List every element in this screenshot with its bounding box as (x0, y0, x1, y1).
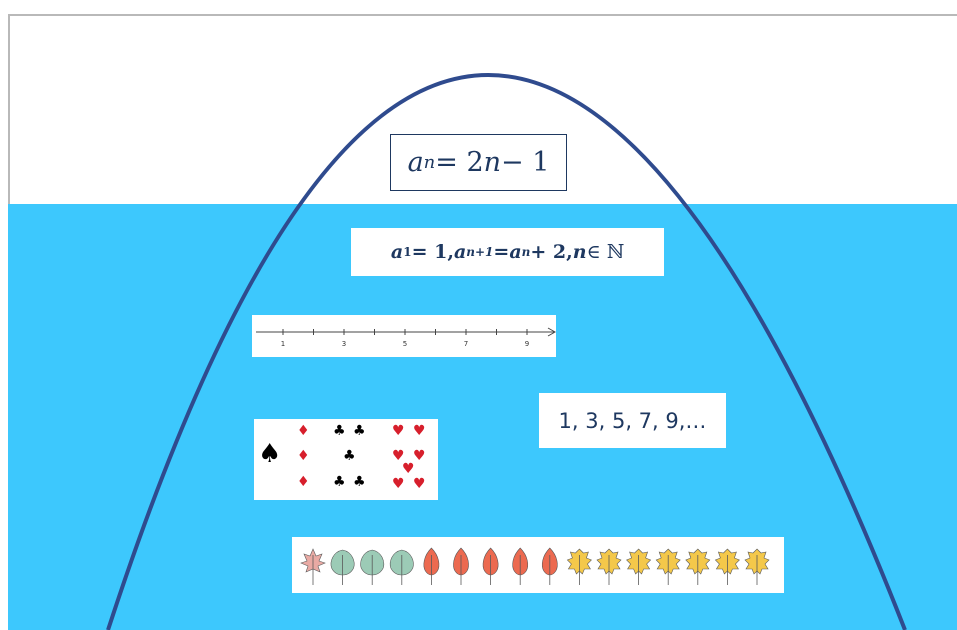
number-line-label: 3 (342, 340, 346, 348)
sequence-text: 1, 3, 5, 7, 9,… (558, 408, 707, 433)
round-leaf-icon (389, 549, 414, 585)
number-line: 1 3 5 7 9 (256, 327, 556, 348)
pointed-leaf-icon (541, 547, 558, 585)
number-line-label: 7 (464, 340, 468, 348)
club-icon: ♣ (353, 423, 366, 439)
leaves-box (292, 537, 784, 593)
club-icon: ♣ (333, 423, 346, 439)
maple-leaf-icon (300, 548, 326, 585)
round-leaf-icon (330, 549, 355, 585)
diamond-icon: ♦ (297, 423, 310, 439)
sequence-box: 1, 3, 5, 7, 9,… (539, 393, 726, 448)
rec-an1-sub: n+1 (466, 245, 494, 259)
oak-leaf-icon (626, 548, 652, 585)
heart-icon: ♥ (392, 423, 405, 439)
oak-leaf-icon (596, 548, 622, 585)
heart-icon: ♥ (413, 448, 426, 464)
formula-minus: − 1 (501, 147, 550, 178)
oak-leaf-icon (744, 548, 770, 585)
slide-border-left (8, 14, 10, 204)
formula-a: a (407, 147, 424, 178)
rec-a1-rest: = 1, (411, 241, 454, 263)
oak-leaf-icon (714, 548, 740, 585)
rec-eq: = (493, 241, 510, 263)
club-icon: ♣ (353, 474, 366, 490)
pointed-leaf-icon (512, 547, 529, 585)
spade-icon: ♠ (258, 439, 282, 469)
rec-a1-sub: 1 (403, 245, 412, 259)
formula-rhs-n: n (483, 147, 502, 178)
pointed-leaf-icon (423, 547, 440, 585)
heart-icon: ♥ (413, 476, 426, 492)
rec-plus: + 2, (530, 241, 573, 263)
number-line-label: 9 (525, 340, 529, 348)
heart-icon: ♥ (392, 476, 405, 492)
leaves-row (300, 547, 770, 585)
rec-member: ∈ ℕ (586, 241, 625, 263)
diamond-icon: ♦ (297, 448, 310, 464)
club-icon: ♣ (343, 448, 356, 464)
oak-leaf-icon (685, 548, 711, 585)
number-line-label: 5 (403, 340, 407, 348)
oak-leaf-icon (566, 548, 592, 585)
rec-an1: a (453, 241, 467, 263)
rec-an-sub: n (521, 245, 531, 259)
rec-n: n (572, 241, 587, 263)
round-leaf-icon (360, 549, 385, 585)
number-line-label: 1 (281, 340, 285, 348)
heart-icon: ♥ (392, 448, 405, 464)
diamond-icon: ♦ (297, 474, 310, 490)
club-icon: ♣ (333, 474, 346, 490)
heart-icon: ♥ (402, 461, 415, 477)
rec-a1: a (390, 241, 404, 263)
number-line-box: 1 3 5 7 9 (252, 315, 556, 357)
heart-icon: ♥ (413, 423, 426, 439)
rec-an: a (509, 241, 522, 263)
oak-leaf-icon (655, 548, 681, 585)
playing-cards-box: ♠ ♦ ♦ ♦ ♣ ♣ ♣ ♣ ♣ ♥ ♥ ♥ ♥ ♥ ♥ ♥ (254, 419, 438, 500)
slide-border-top (8, 14, 957, 16)
pointed-leaf-icon (453, 547, 469, 585)
pointed-leaf-icon (482, 547, 499, 585)
formula-rhs: = 2 (435, 147, 484, 178)
formula-subscript: n (423, 152, 436, 173)
